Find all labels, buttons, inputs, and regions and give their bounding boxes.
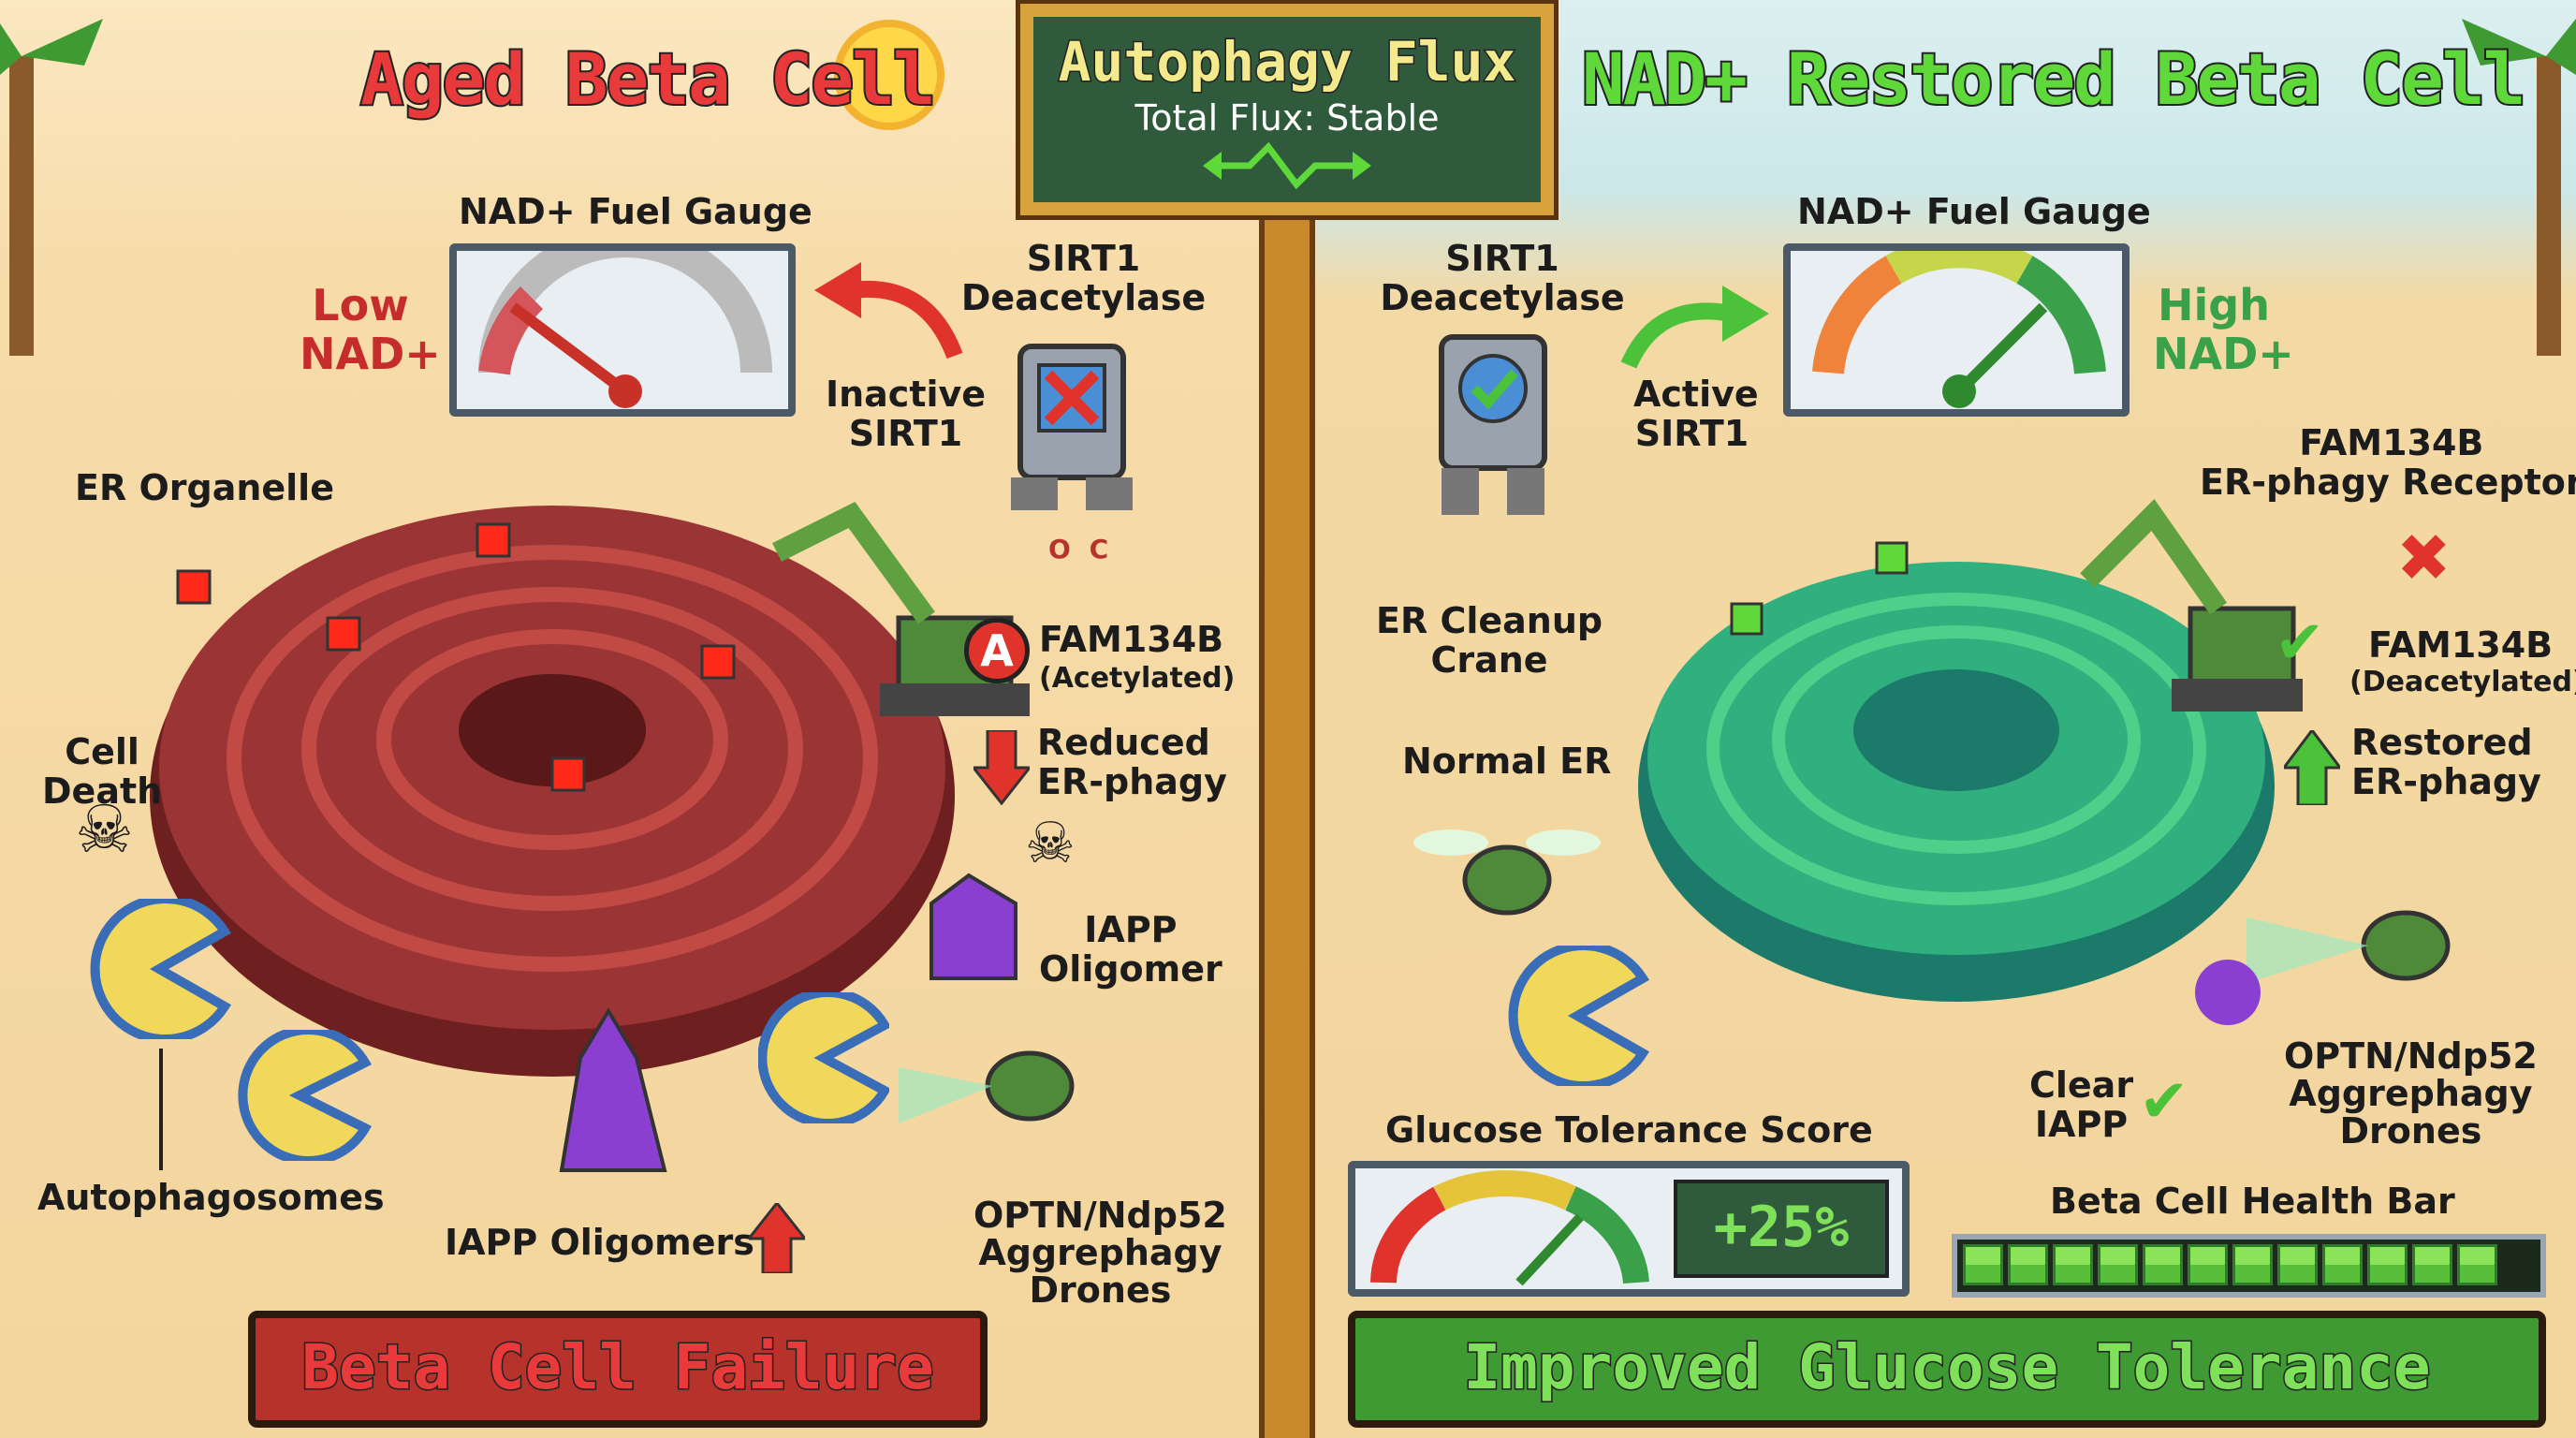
glucose-score-value: +25%: [1674, 1180, 1889, 1278]
flux-title: Autophagy Flux: [1057, 29, 1517, 95]
red-x-icon: ✖: [2396, 520, 2452, 596]
iapp-oligomers-label: IAPP Oligomers: [445, 1222, 754, 1263]
iapp-crystal-cluster-icon: [559, 1007, 667, 1172]
left-drone-icon: [899, 1050, 1075, 1123]
left-title: Aged Beta Cell: [359, 36, 938, 123]
beta-cell-failure-banner: Beta Cell Failure: [248, 1311, 988, 1428]
right-title: NAD+ Restored Beta Cell: [1580, 36, 2527, 123]
right-nad-gauge: [1783, 236, 2130, 417]
right-gauge-dial: [1812, 236, 2106, 408]
flux-status: Total Flux: Stable: [1134, 97, 1440, 139]
acetyl-group: O C: [1048, 534, 1109, 565]
left-gauge-label: NAD+ Fuel Gauge: [459, 191, 812, 232]
skull-icon: ☠: [1025, 811, 1076, 876]
glucose-score-panel: +25%: [1348, 1161, 1910, 1297]
health-segment: [2008, 1244, 2048, 1285]
flux-wave-arrow-icon: [1203, 141, 1371, 190]
left-fam134b-state: (Acetylated): [1039, 662, 1236, 695]
health-segment: [2367, 1244, 2408, 1285]
right-fam134b-label: FAM134B: [2368, 624, 2554, 666]
health-segment: [2412, 1244, 2452, 1285]
glucose-score-label: Glucose Tolerance Score: [1385, 1109, 1873, 1151]
inactive-sirt1-robot-icon: [1011, 344, 1133, 510]
glucose-score-gauge: [1370, 1170, 1649, 1286]
health-segment: [1963, 1244, 2003, 1285]
left-fam134b-label: FAM134B: [1039, 619, 1224, 660]
green-check-icon: ✔: [2275, 609, 2325, 678]
right-fam134b-state: (Deacetylated): [2349, 666, 2576, 698]
autophagosome-leader-line: [159, 1049, 163, 1170]
autophagosome-icon-2: [238, 1030, 372, 1161]
health-segment: [2322, 1244, 2363, 1285]
palm-tree-left-icon: [0, 19, 103, 356]
green-light-icons: [1730, 541, 1909, 636]
right-autophagosome-icon: [1508, 946, 1650, 1086]
health-bar-label: Beta Cell Health Bar: [2050, 1181, 2455, 1222]
health-segment: [2188, 1244, 2228, 1285]
autophagy-flux-sign: Autophagy Flux Total Flux: Stable: [1016, 0, 1559, 220]
green-curved-arrow-icon: [1620, 286, 1769, 369]
sun-icon: [834, 20, 944, 130]
palm-tree-right-icon: [2462, 19, 2576, 356]
right-drone-icon-2: [2195, 910, 2451, 1025]
left-gauge-needle: [509, 302, 629, 396]
alarm-light-icons: [176, 522, 736, 792]
health-segment: [2098, 1244, 2138, 1285]
er-organelle-label: ER Organelle: [75, 467, 334, 508]
left-nad-gauge: [449, 226, 796, 417]
improved-glucose-banner: Improved Glucose Tolerance: [1348, 1311, 2546, 1428]
normal-er-label: Normal ER: [1402, 741, 1612, 782]
normal-er-organelle: [1638, 541, 2275, 1002]
health-segment: [2457, 1244, 2497, 1285]
health-segment: [2143, 1244, 2183, 1285]
right-drone-icon-1: [1413, 829, 1601, 916]
red-down-arrow-icon: [973, 730, 1030, 805]
iapp-oligomer-crystal-icon: [929, 873, 1017, 980]
clear-iapp-check-icon: ✔: [2139, 1067, 2189, 1137]
aged-er-organelle: [150, 506, 955, 1077]
green-up-arrow-icon: [2284, 730, 2340, 805]
health-segment: [2053, 1244, 2093, 1285]
active-crane-icon: [2080, 498, 2303, 712]
acetylated-crane-icon: [772, 501, 1030, 716]
red-curved-arrow-icon: [814, 262, 963, 360]
autophagosome-icon: [90, 899, 232, 1039]
red-up-arrow-icon: [749, 1203, 805, 1273]
autophagosomes-label: Autophagosomes: [37, 1177, 385, 1218]
health-bar: [1952, 1234, 2546, 1298]
left-gauge-dial: [478, 226, 772, 408]
right-gauge-label: NAD+ Fuel Gauge: [1797, 191, 2151, 232]
active-sirt1-robot-icon: [1439, 334, 1547, 515]
right-gauge-needle: [1954, 302, 2048, 396]
health-segment: [2232, 1244, 2273, 1285]
sign-pole: [1259, 187, 1315, 1438]
cell-death-skull-icon: ☠: [75, 791, 134, 868]
acetyl-badge: A: [964, 618, 1030, 683]
health-segment: [2277, 1244, 2318, 1285]
autophagosome-icon-3: [758, 992, 889, 1123]
